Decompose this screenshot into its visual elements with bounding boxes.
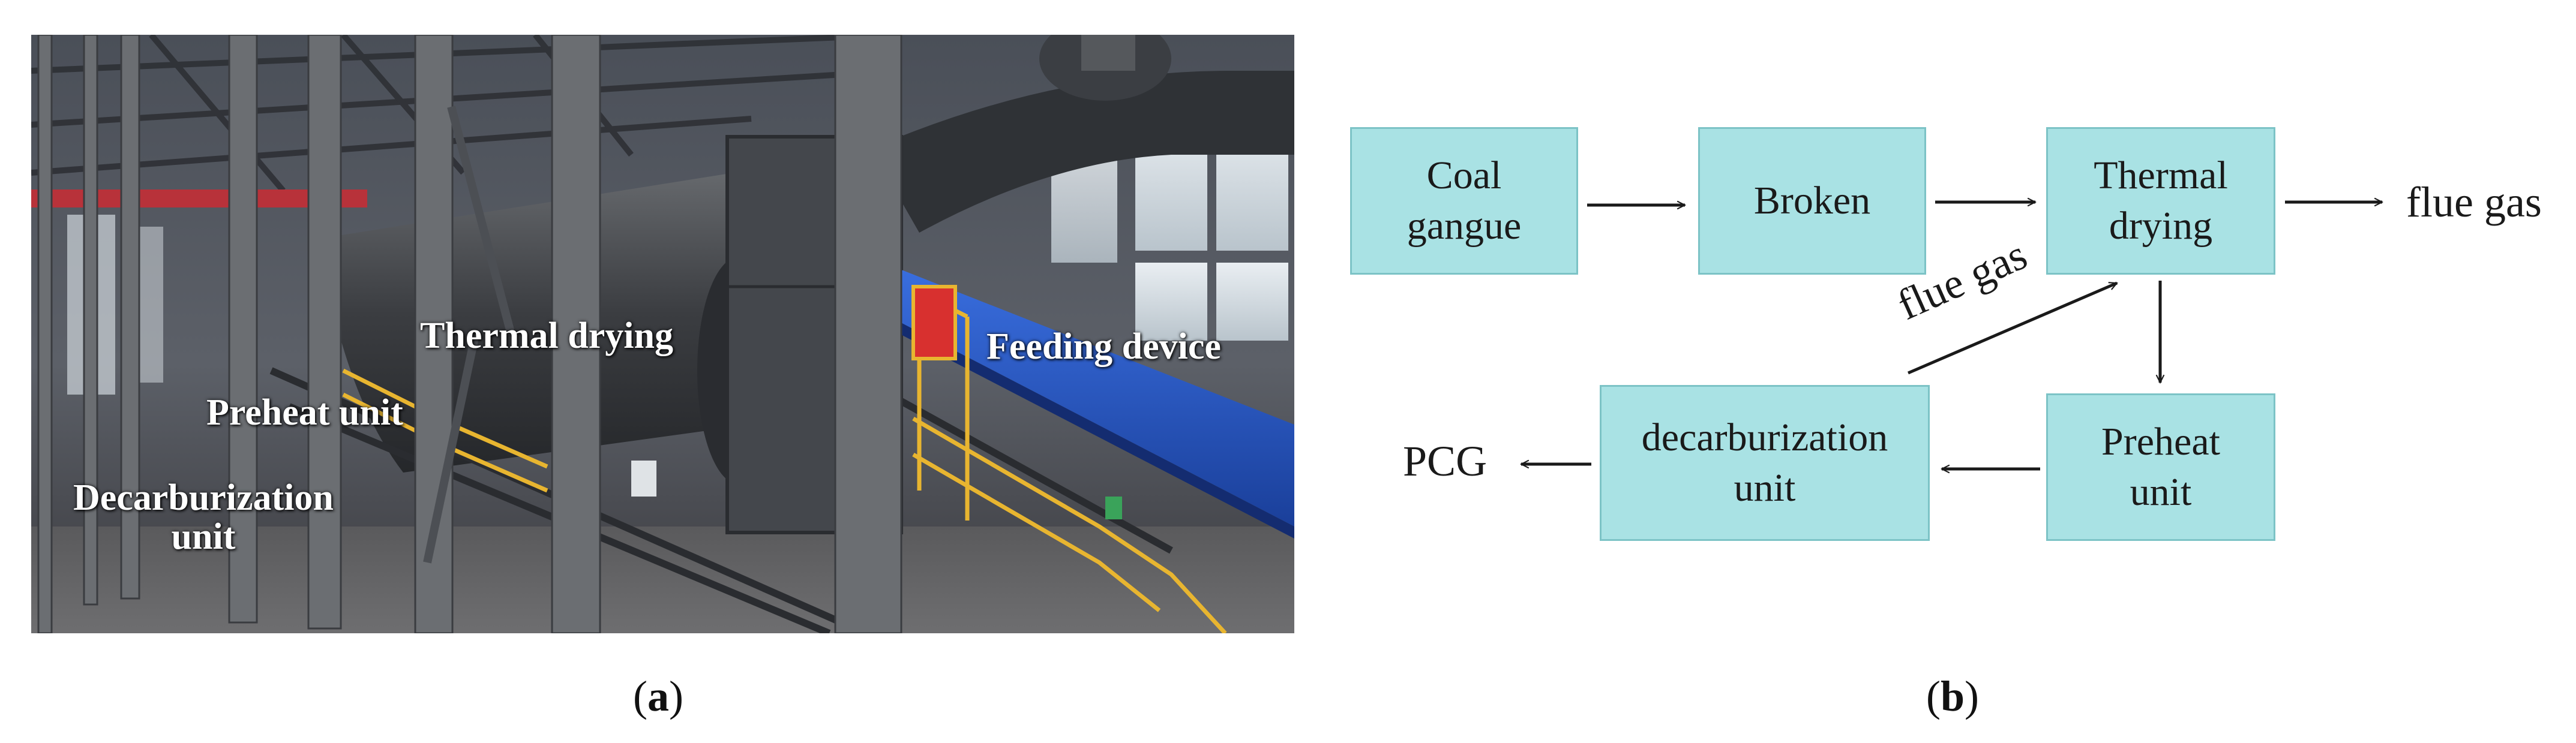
node-coal-gangue: Coal gangue [1350, 127, 1578, 275]
node-thermal-drying: Thermal drying [2046, 127, 2275, 275]
node-decarburization-unit-line1: decarburization [1641, 415, 1888, 459]
caption-b-close: ) [1965, 672, 1980, 720]
caption-a-letter: a [647, 672, 669, 720]
label-feeding-device: Feeding device [986, 326, 1221, 367]
caption-b: (b) [1926, 672, 1979, 721]
node-decarburization-unit-line2: unit [1734, 466, 1796, 510]
label-thermal-drying: Thermal drying [420, 315, 673, 356]
node-broken: Broken [1698, 127, 1926, 275]
node-thermal-drying-line1: Thermal [2094, 153, 2228, 197]
caption-b-open: ( [1926, 672, 1941, 720]
caption-a: (a) [633, 672, 683, 721]
caption-a-open: ( [633, 672, 647, 720]
label-decarburization-line1: Decarburization [73, 477, 334, 518]
node-coal-gangue-line2: gangue [1407, 204, 1522, 248]
node-coal-gangue-line1: Coal [1426, 153, 1502, 197]
text-pcg-output: PCG [1403, 437, 1488, 485]
label-decarburization-line2: unit [171, 516, 236, 558]
factory-photo: Thermal drying Feeding device Preheat un… [31, 35, 1294, 633]
node-broken-label: Broken [1753, 178, 1871, 222]
node-preheat-unit-line2: unit [2130, 470, 2192, 514]
text-flue-gas-output: flue gas [2406, 178, 2542, 226]
label-preheat-unit: Preheat unit [206, 392, 403, 433]
caption-b-letter: b [1940, 672, 1965, 720]
label-decarburization-unit: Decarburization unit [73, 477, 334, 558]
node-preheat-unit: Preheat unit [2046, 393, 2275, 541]
node-preheat-unit-line1: Preheat [2101, 419, 2220, 464]
node-decarburization-unit: decarburization unit [1600, 385, 1930, 541]
factory-photo-illustration [31, 35, 1294, 633]
caption-a-close: ) [668, 672, 683, 720]
node-thermal-drying-line2: drying [2109, 204, 2213, 248]
arrow-flue-gas-to-thermal [1908, 281, 2117, 375]
